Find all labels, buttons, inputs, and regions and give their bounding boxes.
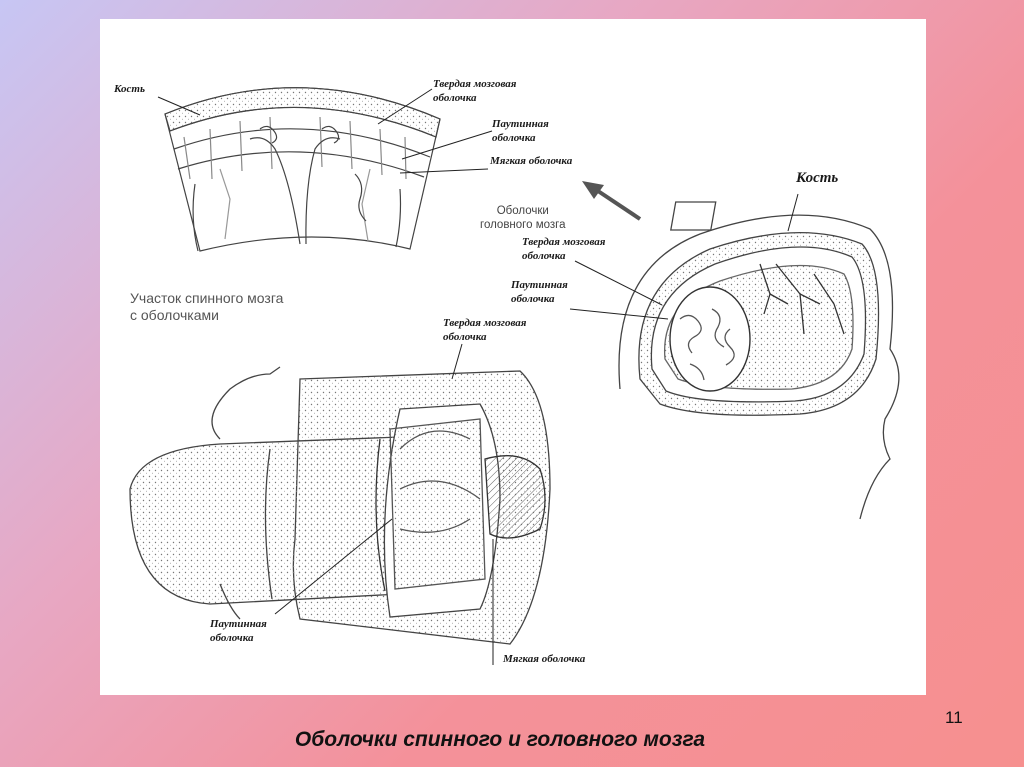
head-drawing	[618, 201, 900, 520]
label-bone-head: Кость	[796, 170, 839, 186]
slide-title: Оболочки спинного и головного мозга	[294, 728, 706, 751]
page-number: 11	[945, 708, 963, 727]
brain-meninges-caption: Оболочки головного мозга	[480, 205, 566, 231]
label-arachnoid-top: Паутинная оболочка	[492, 118, 549, 144]
label-dura-top: Твердая мозговая оболочка	[433, 78, 517, 104]
label-dura-head: Твердая мозговая оболочка	[522, 236, 606, 262]
direction-arrow	[582, 181, 642, 221]
meninges-illustration	[129, 87, 900, 665]
diagram-panel: Кость Твердая мозговая оболочка Паутинна…	[100, 19, 926, 695]
label-pia-top: Мягкая оболочка	[490, 155, 573, 167]
label-bone-top: Кость	[114, 83, 146, 95]
label-dura-spine: Твердая мозговая оболочка	[443, 317, 527, 343]
head-leader-lines	[569, 193, 799, 320]
spinal-cord-drawing	[129, 366, 551, 645]
label-arachnoid-spine: Паутинная оболочка	[210, 618, 267, 644]
spine-leader-lines	[274, 343, 494, 665]
label-arachnoid-head: Паутинная оболочка	[511, 279, 568, 305]
cranial-section-drawing	[164, 87, 441, 252]
spinal-section-caption: Участок спинного мозга с оболочками	[130, 290, 284, 323]
label-pia-spine: Мягкая оболочка	[503, 653, 586, 665]
cranial-leader-lines	[157, 88, 493, 174]
